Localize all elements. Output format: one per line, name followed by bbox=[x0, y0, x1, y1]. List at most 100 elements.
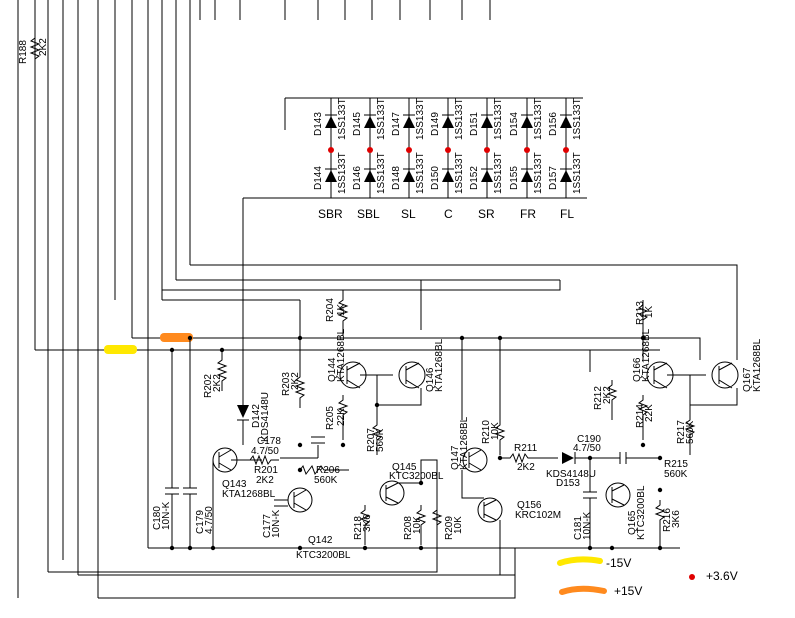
q165-value: KTC3200BL bbox=[636, 485, 647, 540]
legend: -15V +15V +3.6V bbox=[557, 556, 738, 598]
diode-top-type-1: 1SS133T bbox=[376, 98, 387, 140]
q166-value: KTA1268BL bbox=[641, 328, 652, 382]
q165-ref: Q165 bbox=[627, 510, 638, 535]
r210-ref: R210 bbox=[481, 420, 492, 444]
diode-top-ref-0: D143 bbox=[313, 112, 324, 136]
q145-value: KTC3200BL bbox=[389, 471, 444, 482]
c177-ref: C177 bbox=[262, 514, 273, 538]
r212-ref: R212 bbox=[593, 386, 604, 410]
label-fl: FL bbox=[560, 207, 574, 221]
r211-value: 2K2 bbox=[517, 462, 535, 473]
legend-pos36-label: +3.6V bbox=[706, 569, 738, 583]
diode-top-4 bbox=[481, 116, 493, 128]
diode-top-ref-4: D151 bbox=[469, 112, 480, 136]
r201-ref: R201 bbox=[254, 465, 278, 476]
diode-top-type-2: 1SS133T bbox=[415, 98, 426, 140]
r203-value: 2K2 bbox=[290, 372, 301, 390]
diode-bottom-ref-4: D152 bbox=[469, 166, 480, 190]
r217-value: 560K bbox=[685, 420, 696, 444]
diode-top-5 bbox=[521, 116, 533, 128]
left-bus-lines bbox=[17, 0, 491, 598]
d153-value: KDS4148U bbox=[546, 469, 596, 480]
c179-ref: C179 bbox=[195, 510, 206, 534]
q142-value: KTC3200BL bbox=[296, 550, 351, 561]
left-circuit: R202 2K2 D142 KDS4148U R203 2K2 Q143 KTA… bbox=[48, 290, 464, 573]
r210-value: 10K bbox=[490, 422, 501, 440]
r206-ref: R206 bbox=[316, 465, 340, 476]
r204-ref: R204 bbox=[325, 298, 336, 322]
diode-top-type-0: 1SS133T bbox=[337, 98, 348, 140]
r205-value: 22K bbox=[336, 408, 347, 426]
r201-value: 2K2 bbox=[256, 475, 274, 486]
pos36-dot-5 bbox=[524, 147, 530, 153]
diode-top-type-4: 1SS133T bbox=[493, 98, 504, 140]
diode-bottom-ref-5: D155 bbox=[509, 166, 520, 190]
diode-top-3 bbox=[442, 116, 454, 128]
diode-bottom-ref-6: D157 bbox=[548, 166, 559, 190]
q147-ref: Q147 bbox=[450, 445, 461, 470]
diode-top-type-3: 1SS133T bbox=[454, 98, 465, 140]
diode-bottom-0 bbox=[325, 170, 337, 182]
q144-value: KTA1268BL bbox=[336, 328, 347, 382]
diode-top-ref-5: D154 bbox=[509, 112, 520, 136]
r215-ref: R215 bbox=[664, 459, 688, 470]
c179-value: 4.7/50 bbox=[204, 506, 215, 534]
r206-value: 560K bbox=[314, 475, 338, 486]
diode-top-2 bbox=[403, 116, 415, 128]
d153-ref: D153 bbox=[556, 478, 580, 489]
c178-value: 4.7/50 bbox=[251, 446, 279, 457]
r188-ref: R188 bbox=[18, 40, 29, 64]
c180-ref: C180 bbox=[152, 506, 163, 530]
legend-neg15-swatch bbox=[557, 556, 603, 566]
right-circuit: Q147 KTA1268BL R210 10K R211 2K2 KDS4148… bbox=[450, 300, 763, 575]
pos36-dot-0 bbox=[328, 147, 334, 153]
q142-ref: Q142 bbox=[308, 535, 333, 546]
diode-bottom-1 bbox=[364, 170, 376, 182]
diode-top-type-6: 1SS133T bbox=[572, 98, 583, 140]
diode-column-1: D145 1SS133T D146 1SS133T bbox=[352, 98, 387, 198]
d142-ref: D142 bbox=[251, 404, 262, 428]
diode-bottom-type-6: 1SS133T bbox=[572, 152, 583, 194]
bottom-rail bbox=[98, 548, 516, 599]
diode-top-0 bbox=[325, 116, 337, 128]
q156-value: KRC102M bbox=[515, 510, 561, 521]
diode-bottom-ref-3: D150 bbox=[430, 166, 441, 190]
r213-ref: R213 bbox=[635, 301, 646, 325]
q167-value: KTA1268BL bbox=[752, 338, 763, 392]
q145-ref: Q145 bbox=[392, 462, 417, 473]
r202-value: 2K2 bbox=[212, 374, 223, 392]
q156-ref: Q156 bbox=[517, 500, 542, 511]
diode-bottom-ref-1: D146 bbox=[352, 166, 363, 190]
q146-value: KTA1268BL bbox=[434, 338, 445, 392]
r209-value: 10K bbox=[453, 516, 464, 534]
c181-value: 10N-K bbox=[582, 511, 593, 540]
d142-value: KDS4148U bbox=[260, 392, 271, 442]
c180-value: 10N-K bbox=[161, 501, 172, 530]
r208-value: 10K bbox=[412, 516, 423, 534]
c190-value: 4.7/50 bbox=[573, 443, 601, 454]
r216-ref: R216 bbox=[662, 508, 673, 532]
r207-value: 560K bbox=[375, 428, 386, 452]
diode-top-6 bbox=[560, 116, 572, 128]
r212-value: 2K2 bbox=[602, 386, 613, 404]
diode-top-ref-1: D145 bbox=[352, 112, 363, 136]
pos15-highlight bbox=[160, 333, 193, 342]
c178-ref: C178 bbox=[257, 436, 281, 447]
diode-bottom-3 bbox=[442, 170, 454, 182]
diode-column-labels: SBR SBL SL C SR FR FL bbox=[318, 207, 574, 221]
q166-ref: Q166 bbox=[632, 357, 643, 382]
legend-pos15-swatch bbox=[559, 585, 607, 595]
c177-value: 10N-K bbox=[271, 509, 282, 538]
diode-bottom-type-1: 1SS133T bbox=[376, 152, 387, 194]
r214-ref: R214 bbox=[635, 404, 646, 428]
r203-ref: R203 bbox=[281, 372, 292, 396]
pos36-dot-1 bbox=[367, 147, 373, 153]
r213-value: 1K bbox=[644, 305, 655, 318]
q167-ref: Q167 bbox=[742, 367, 753, 392]
junction-dots bbox=[169, 335, 663, 551]
r218-value: 3K6 bbox=[362, 514, 373, 532]
